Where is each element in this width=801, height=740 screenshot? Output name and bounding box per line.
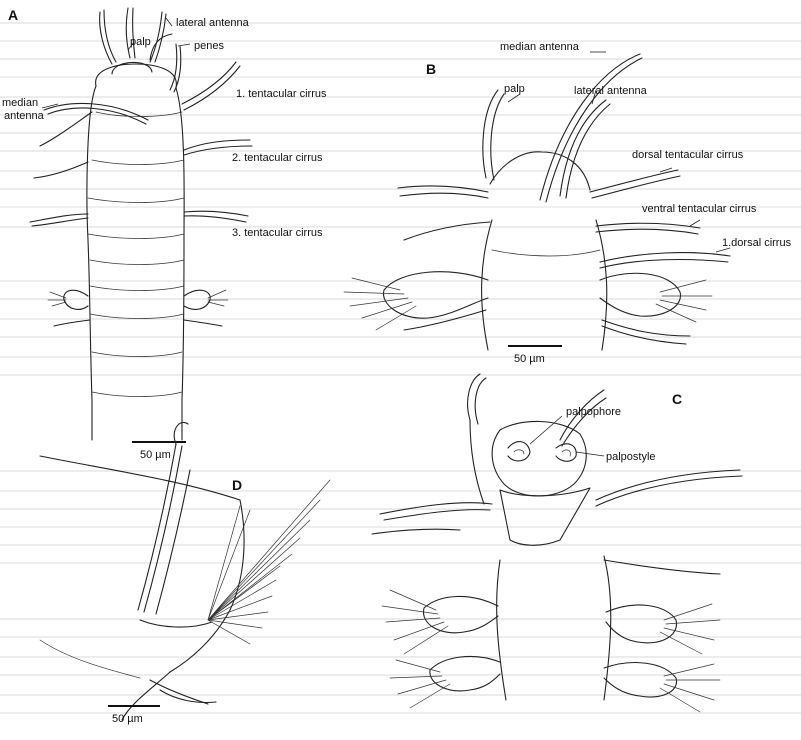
label-c-palpostyle: palpostyle [606, 451, 656, 463]
label-b-palp: palp [504, 83, 525, 95]
scale-bar-b-label: 50 µm [514, 353, 545, 365]
label-a-median: median [2, 97, 38, 109]
label-b-median-antenna: median antenna [500, 41, 580, 53]
scale-bar-a-label: 50 µm [140, 449, 171, 461]
panel-c-letter: C [672, 391, 682, 407]
label-a-lateral-antenna: lateral antenna [176, 17, 250, 29]
panel-a-worm-drawing [30, 8, 252, 440]
label-a-antenna: antenna [4, 110, 45, 122]
label-b-lateral-antenna: lateral antenna [574, 85, 648, 97]
panel-b-letter: B [426, 61, 436, 77]
label-a-tentacular-cirrus-3: 3. tentacular cirrus [232, 227, 323, 239]
panel-a-letter: A [8, 7, 18, 23]
label-c-palpophore: palpophore [566, 406, 621, 418]
scale-bar-d-label: 50 µm [112, 713, 143, 725]
panel-c: C [372, 374, 742, 712]
label-a-tentacular-cirrus-1: 1. tentacular cirrus [236, 88, 327, 100]
panel-a: A [2, 7, 327, 461]
panel-b-worm-drawing [344, 54, 730, 350]
label-a-palp: palp [130, 36, 151, 48]
panel-d-letter: D [232, 477, 242, 493]
label-a-penes: penes [194, 40, 224, 52]
panel-d-parapodium-drawing [40, 422, 330, 720]
panel-c-worm-drawing [372, 374, 742, 712]
label-b-ventral-tentacular-cirrus: ventral tentacular cirrus [642, 203, 757, 215]
label-b-dorsal-tentacular-cirrus: dorsal tentacular cirrus [632, 149, 744, 161]
label-b-dorsal-cirrus-1: 1.dorsal cirrus [722, 237, 792, 249]
panel-b: B [344, 41, 792, 365]
label-a-tentacular-cirrus-2: 2. tentacular cirrus [232, 152, 323, 164]
panel-d: D 50 µm [40, 422, 330, 725]
